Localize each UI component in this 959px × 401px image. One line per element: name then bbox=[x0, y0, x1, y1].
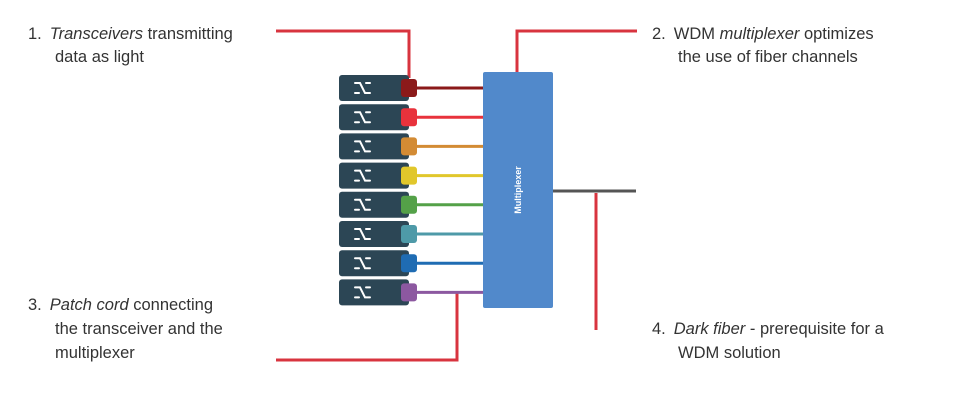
callout-transceivers: 1. Transceivers transmitting data as ligh… bbox=[28, 25, 233, 66]
fiber-switch-icon bbox=[354, 111, 371, 124]
callout-line bbox=[515, 29, 637, 88]
transceiver bbox=[339, 250, 417, 277]
transceiver-body bbox=[339, 279, 409, 306]
transceiver bbox=[339, 279, 417, 306]
transceiver bbox=[339, 162, 417, 189]
fiber-switch-icon bbox=[354, 82, 371, 94]
callout-3-line2: the transceiver and the bbox=[55, 320, 223, 338]
fiber-switch-icon bbox=[354, 198, 371, 211]
transceiver-body bbox=[339, 221, 409, 247]
transceiver bbox=[339, 133, 417, 160]
transceiver-stack bbox=[339, 75, 417, 306]
fiber-switch-icon bbox=[354, 286, 371, 299]
transceiver-connector bbox=[401, 254, 417, 273]
callout-dark-fiber: 4. Dark fiber - prerequisite for a WDM so… bbox=[652, 320, 885, 362]
callout-4-rest: - prerequisite for a bbox=[745, 320, 884, 338]
callout-3-rest: connecting bbox=[129, 296, 213, 314]
callout-1-rest: transmitting bbox=[143, 25, 233, 43]
transceiver-body bbox=[339, 133, 409, 160]
svg-text:3.Patch cord connecting: 3. Patch cord connecting bbox=[28, 296, 213, 314]
callout-patch-cord: 3. Patch cord connecting the transceiver … bbox=[28, 296, 223, 362]
callout-multiplexer: 2. WDM multiplexer optimizes the use of f… bbox=[652, 25, 874, 66]
transceiver-connector bbox=[401, 166, 417, 185]
callout-1-line2: data as light bbox=[55, 48, 144, 66]
transceiver-connector bbox=[401, 79, 417, 97]
svg-text:1.Transceivers transmitting: 1. Transceivers transmitting bbox=[28, 25, 233, 43]
callout-lines bbox=[276, 29, 637, 362]
callout-2-line2: the use of fiber channels bbox=[678, 48, 858, 66]
patch-cords bbox=[414, 86, 484, 294]
callout-3-emph: Patch cord bbox=[50, 296, 130, 314]
transceiver bbox=[339, 75, 417, 101]
transceiver-body bbox=[339, 250, 409, 277]
transceiver-connector bbox=[401, 108, 417, 127]
callout-2-prefix: WDM bbox=[674, 25, 720, 43]
fiber-switch-icon bbox=[354, 169, 371, 182]
callout-4-number: 4. bbox=[652, 320, 666, 338]
callout-2-emph: multiplexer bbox=[720, 25, 801, 43]
transceiver-connector bbox=[401, 137, 417, 156]
callout-3-number: 3. bbox=[28, 296, 42, 314]
callout-3-line3: multiplexer bbox=[55, 344, 135, 362]
callout-4-line2: WDM solution bbox=[678, 344, 781, 362]
callout-1-number: 1. bbox=[28, 25, 42, 43]
callout-line bbox=[276, 29, 411, 78]
callout-1-emph: Transceivers bbox=[50, 25, 143, 43]
callout-2-rest: optimizes bbox=[799, 25, 873, 43]
transceiver-connector bbox=[401, 195, 417, 214]
transceiver-body bbox=[339, 75, 409, 101]
multiplexer-label: Multiplexer bbox=[513, 166, 523, 214]
callout-2-number: 2. bbox=[652, 25, 666, 43]
transceiver-connector bbox=[401, 283, 417, 302]
transceiver bbox=[339, 191, 417, 218]
transceiver-connector bbox=[401, 225, 417, 243]
callout-line bbox=[276, 293, 459, 362]
multiplexer-box bbox=[483, 72, 553, 308]
transceiver bbox=[339, 221, 417, 247]
transceiver-body bbox=[339, 191, 409, 218]
transceiver-body bbox=[339, 162, 409, 189]
transceiver bbox=[339, 104, 417, 131]
fiber-switch-icon bbox=[354, 257, 371, 270]
transceiver-body bbox=[339, 104, 409, 131]
svg-text:2.WDM multiplexer optimizes: 2. WDM multiplexer optimizes bbox=[652, 25, 874, 43]
callout-4-emph: Dark fiber bbox=[674, 320, 747, 338]
svg-text:4.Dark fiber - prerequisite fo: 4. Dark fiber - prerequisite for a bbox=[652, 320, 885, 338]
fiber-switch-icon bbox=[354, 228, 371, 240]
fiber-switch-icon bbox=[354, 140, 371, 153]
